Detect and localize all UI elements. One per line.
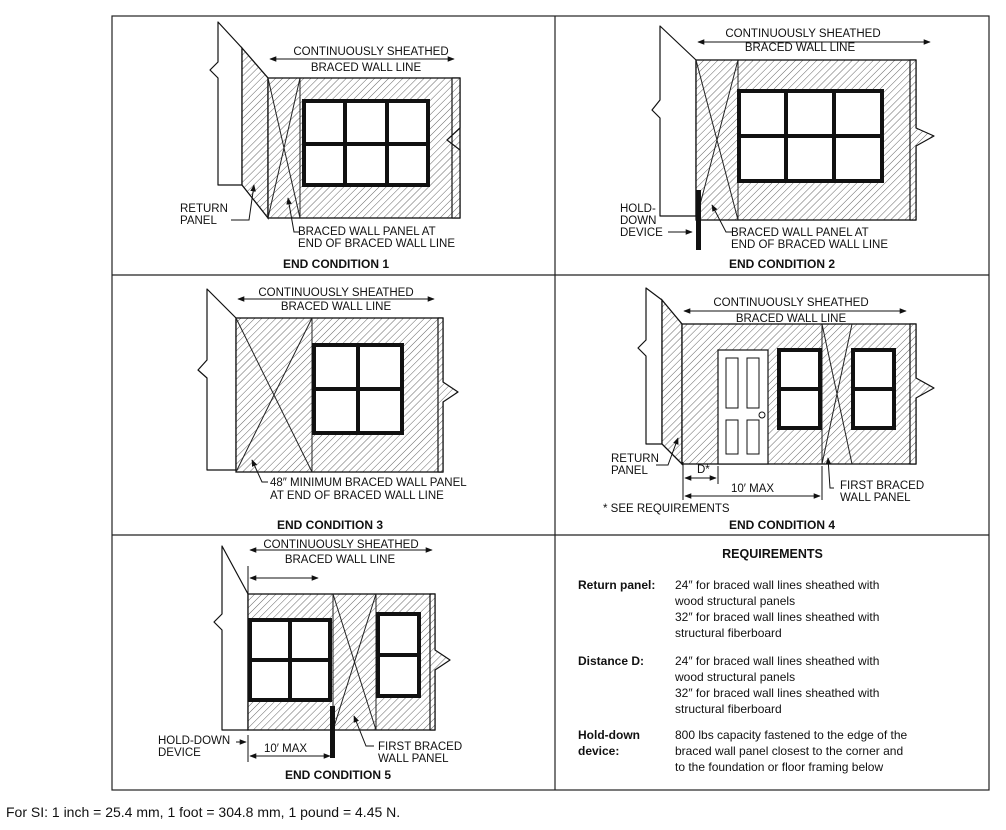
ec4-sheathed-2: BRACED WALL LINE [736,313,847,325]
ec5-first-1: FIRST BRACED [378,741,462,753]
ec1-return-2: PANEL [180,215,217,227]
ec2-sheathed-2: BRACED WALL LINE [745,42,856,54]
ec1-sheathed-2: BRACED WALL LINE [311,62,422,74]
ec1-panel-1: BRACED WALL PANEL AT [298,226,436,238]
requirement-value: 24″ for braced wall lines sheathed with … [675,577,985,641]
ec3-sheathed-1: CONTINUOUSLY SHEATHED [258,287,413,299]
end-condition-1 [209,21,461,233]
si-footnote: For SI: 1 inch = 25.4 mm, 1 foot = 304.8… [6,804,401,820]
ec2-sheathed-1: CONTINUOUSLY SHEATHED [725,28,880,40]
requirement-line: 32″ for braced wall lines sheathed with [675,686,880,700]
ec4-sheathed-1: CONTINUOUSLY SHEATHED [713,297,868,309]
ec2-hold-2: DOWN [620,215,656,227]
ec5-hold-1: HOLD-DOWN [158,735,230,747]
ec2-panel-1: BRACED WALL PANEL AT [731,227,869,239]
requirement-key: Return panel: [578,578,656,592]
ec2-hold-3: DEVICE [620,227,663,239]
ec4-first-2: WALL PANEL [840,492,911,504]
requirement-line: wood structural panels [675,594,796,608]
ec4-return-1: RETURN [611,453,659,465]
ec5-first-2: WALL PANEL [378,753,449,765]
ec5-hold-2: DEVICE [158,747,201,759]
requirement-line: structural fiberboard [675,626,782,640]
ec5-sheathed-1: CONTINUOUSLY SHEATHED [263,539,418,551]
ec3-panel-2: AT END OF BRACED WALL LINE [270,490,444,502]
requirement-value: 24″ for braced wall lines sheathed with … [675,653,985,717]
hold-down-device [696,190,701,250]
ec3-caption: END CONDITION 3 [277,518,383,532]
ec4-d-label: D* [697,464,710,476]
requirement-line: 800 lbs capacity fastened to the edge of… [675,728,908,742]
end-condition-4 [637,287,935,500]
requirement-key: Hold-down device: [578,727,673,759]
end-condition-5 [213,545,451,762]
requirement-key: Distance D: [578,654,645,668]
ec3-sheathed-2: BRACED WALL LINE [281,301,392,313]
requirement-line: to the foundation or floor framing below [675,760,884,774]
end-condition-2 [651,25,935,250]
ec2-caption: END CONDITION 2 [729,257,835,271]
ec4-max-label: 10′ MAX [731,483,774,495]
requirement-key-line: device: [578,744,620,758]
requirements-title: REQUIREMENTS [722,547,823,561]
ec5-max-label: 10′ MAX [264,743,307,755]
ec4-caption: END CONDITION 4 [729,518,835,532]
requirement-key-line: Hold-down [578,728,640,742]
ec2-panel-2: END OF BRACED WALL LINE [731,239,888,251]
requirement-line: wood structural panels [675,670,796,684]
ec1-panel-2: END OF BRACED WALL LINE [298,238,455,250]
panel-grid [111,15,990,791]
ec4-first-1: FIRST BRACED [840,480,924,492]
ec5-sheathed-2: BRACED WALL LINE [285,554,396,566]
end-condition-3 [197,288,459,483]
requirement-line: 24″ for braced wall lines sheathed with [675,654,880,668]
requirement-line: 24″ for braced wall lines sheathed with [675,578,880,592]
hold-down-device [330,706,335,758]
requirements-panel: REQUIREMENTS Return panel: 24″ for brace… [556,537,989,789]
ec2-hold-1: HOLD- [620,203,656,215]
ec4-return-2: PANEL [611,465,648,477]
ec5-caption: END CONDITION 5 [285,768,391,782]
requirement-line: braced wall panel closest to the corner … [675,744,904,758]
ec1-sheathed-1: CONTINUOUSLY SHEATHED [293,46,448,58]
ec3-panel-1: 48″ MINIMUM BRACED WALL PANEL [270,477,467,489]
requirement-value: 800 lbs capacity fastened to the edge of… [675,727,985,775]
requirement-line: structural fiberboard [675,702,782,716]
ec1-return-1: RETURN [180,203,228,215]
requirement-line: 32″ for braced wall lines sheathed with [675,610,880,624]
ec4-note: * SEE REQUIREMENTS [603,503,730,515]
ec1-caption: END CONDITION 1 [283,257,389,271]
